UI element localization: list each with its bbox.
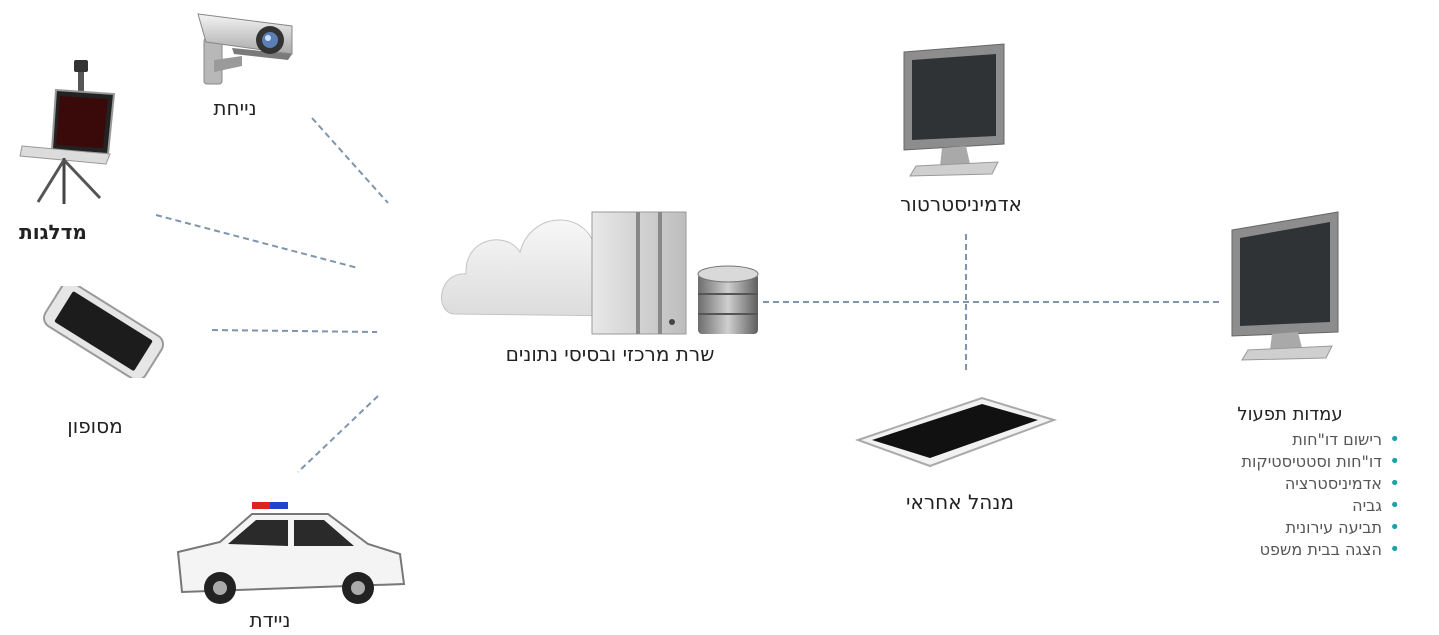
feature-item: דו"חות וסטטיסטיקות <box>1180 451 1401 473</box>
car-node <box>168 496 408 608</box>
police-car-icon <box>176 502 406 604</box>
camera-node <box>192 8 302 96</box>
server-label: שרת מרכזי ובסיסי נתונים <box>505 342 715 366</box>
tablet-icon <box>854 396 1058 468</box>
feature-item: רישום דו"חות <box>1180 429 1400 451</box>
smartphone-icon <box>43 281 165 381</box>
manager-node <box>852 392 1058 472</box>
feature-item: תביעה עירונית <box>1180 517 1400 539</box>
monitor-icon <box>903 43 1005 177</box>
connector-tripod <box>155 214 359 269</box>
car-label: ניידת <box>249 608 291 632</box>
camera-label: נייחת <box>213 96 257 120</box>
laptop-tripod-icon <box>19 60 116 204</box>
admin-node <box>896 40 1016 180</box>
admin-label: אדמיניסטרטור <box>900 192 1022 216</box>
feature-item: גביה <box>1180 495 1400 517</box>
phone-label: מסופון <box>67 414 123 438</box>
cloud-server-database-icon <box>441 211 759 335</box>
workstation-feature-list: עמדות תפעול רישום דו"חות דו"חות וסטטיסטי… <box>1180 404 1400 561</box>
manager-label: מנהל אחראי <box>906 490 1014 514</box>
connector-car <box>297 395 379 473</box>
monitor-icon <box>1231 211 1339 361</box>
connector-phone <box>211 329 378 333</box>
workstation-label: עמדות תפעול <box>1237 404 1343 425</box>
phone-node <box>36 281 170 381</box>
feature-item: אדמיניסטרציה <box>1180 473 1400 495</box>
security-camera-icon <box>197 13 293 85</box>
feature-item: הצגה בבית משפט <box>1180 539 1400 561</box>
connector-camera <box>311 117 389 204</box>
tripod-label: מדלגות <box>19 220 87 244</box>
server-node <box>440 208 770 338</box>
workstation-node <box>1226 208 1350 362</box>
tripod-node <box>18 58 118 208</box>
